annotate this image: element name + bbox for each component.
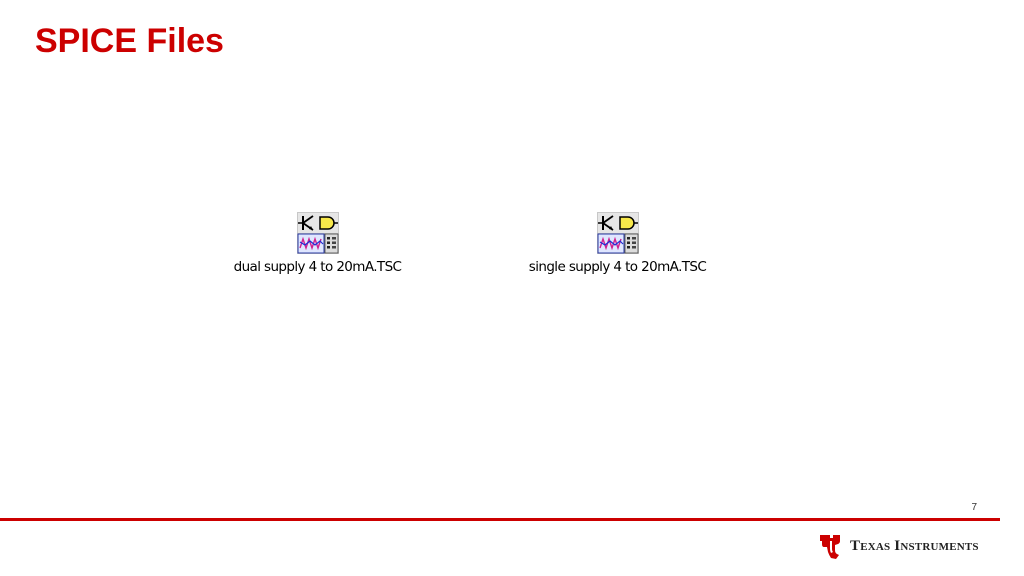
file-name-single-supply: single supply 4 to 20mA.TSC: [528, 259, 707, 275]
tina-schematic-icon: [296, 212, 339, 254]
file-dual-supply[interactable]: dual supply 4 to 20mA.TSC: [220, 212, 415, 275]
ti-wordmark: Texas Instruments: [850, 537, 979, 554]
tina-schematic-icon: [596, 212, 639, 254]
slide-title: SPICE Files: [35, 22, 224, 60]
file-name-dual-supply: dual supply 4 to 20mA.TSC: [233, 259, 402, 275]
footer-divider: [0, 518, 1000, 521]
page-number: 7: [971, 502, 977, 513]
ti-logo: Texas Instruments: [818, 532, 979, 560]
ti-logo-icon: [820, 535, 840, 559]
file-single-supply[interactable]: single supply 4 to 20mA.TSC: [515, 212, 720, 275]
